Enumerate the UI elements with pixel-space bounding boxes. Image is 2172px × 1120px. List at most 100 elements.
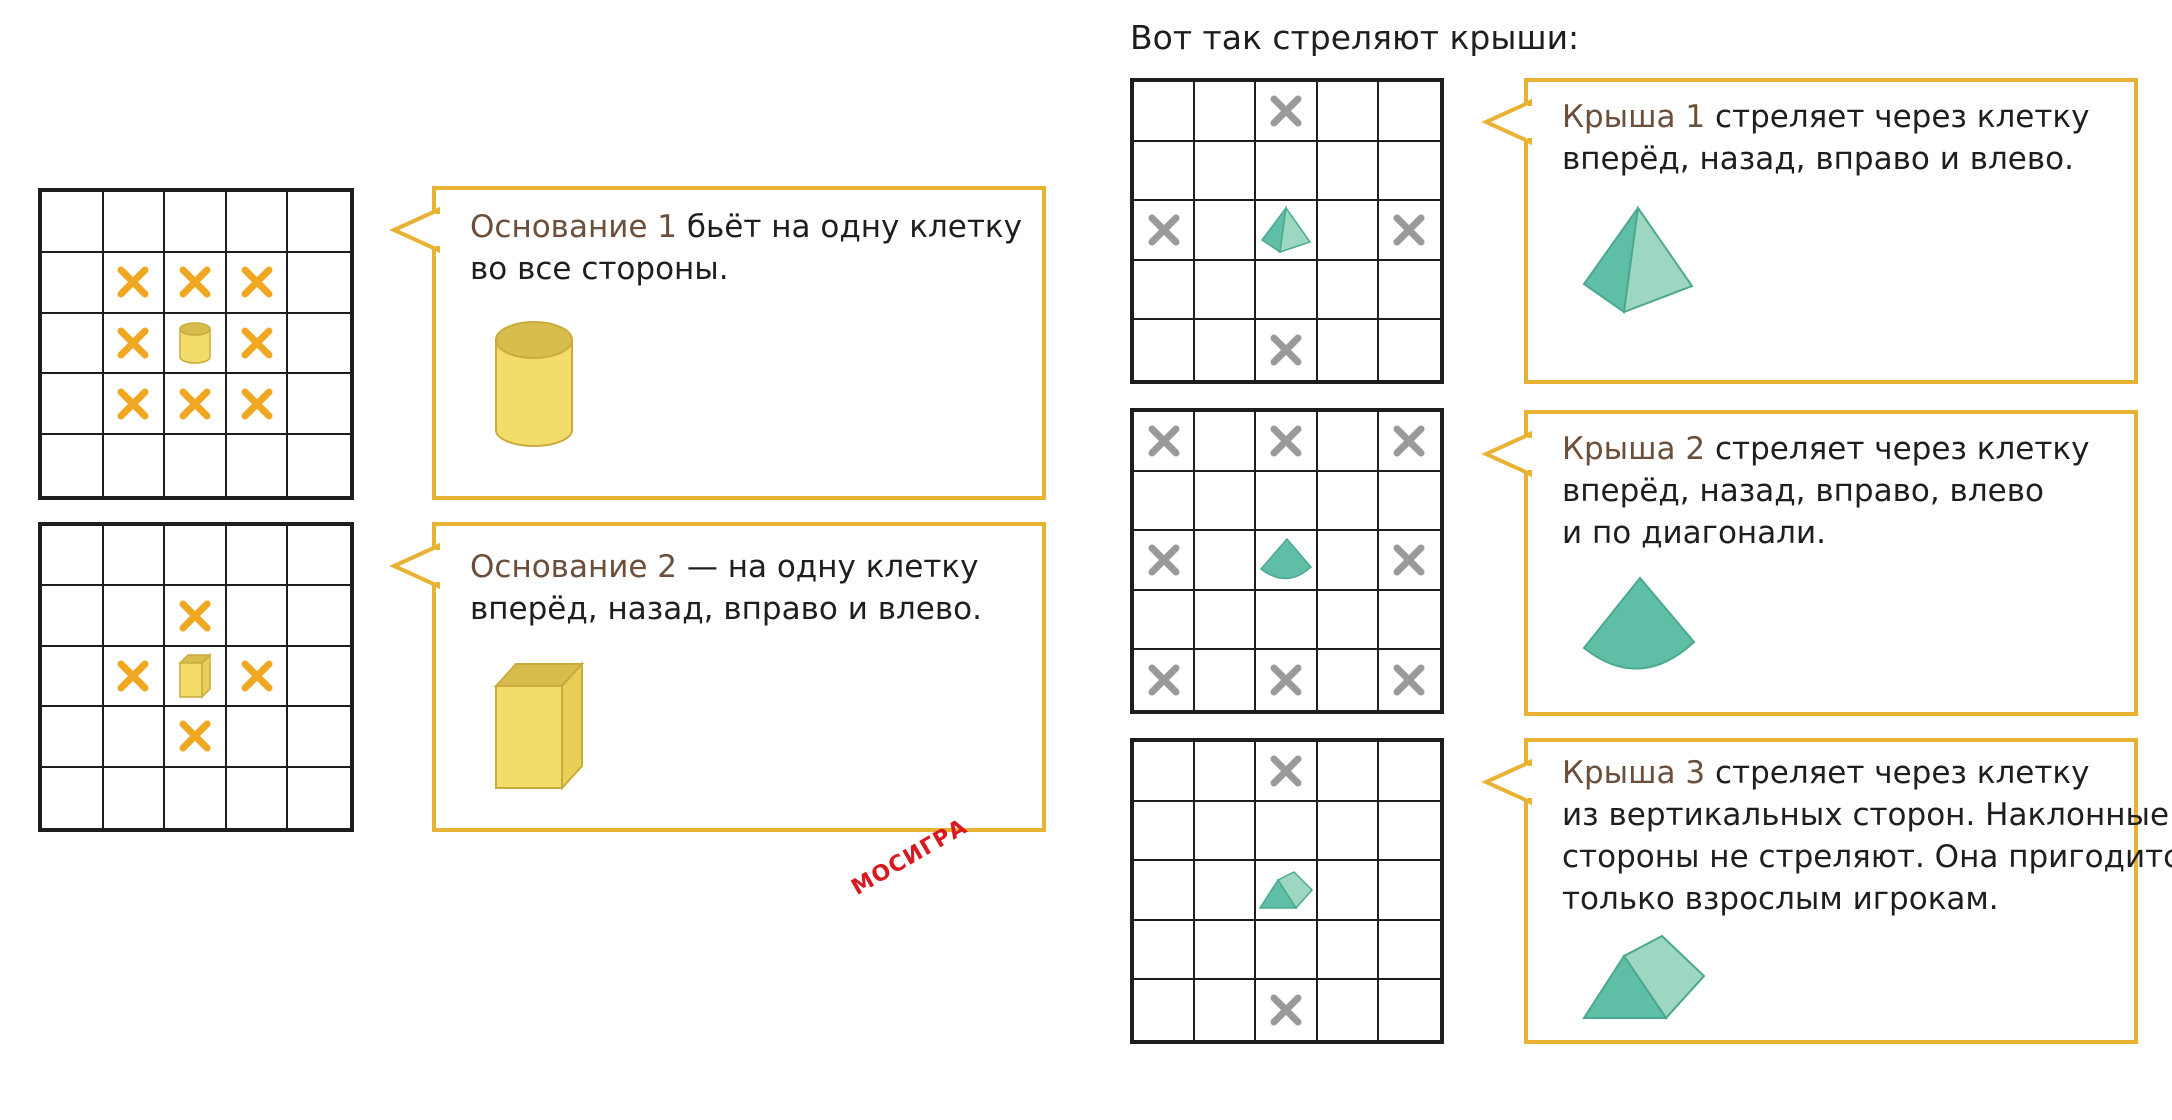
board-cell — [42, 646, 104, 708]
bubble-roof1: Крыша 1 стреляет через клетку вперёд, на… — [1481, 78, 2138, 384]
prism-icon — [1582, 934, 1706, 1020]
board-cell — [1378, 802, 1440, 862]
board-cell — [1378, 472, 1440, 532]
board-cell — [288, 253, 350, 314]
text-line: стороны не стреляют. Она пригодится — [1562, 839, 2172, 875]
cuboid-icon — [493, 661, 585, 791]
board-cell — [1134, 742, 1196, 802]
bubble-roof2: Крыша 2 стреляет через клетку вперёд, на… — [1481, 410, 2138, 716]
hit-mark-icon — [175, 716, 215, 756]
speech-tail-icon — [1481, 430, 1534, 478]
board-cell — [1378, 861, 1440, 921]
text-line: бьёт на одну клетку — [677, 209, 1022, 245]
cylinder-icon — [495, 321, 573, 447]
board-cell — [1256, 412, 1318, 472]
board-cell — [42, 374, 104, 436]
board-cell — [1256, 141, 1318, 202]
page-title: Вот так стреляют крыши: — [1130, 18, 1580, 57]
text-line: во все стороны. — [470, 251, 729, 287]
board-cell — [1256, 260, 1318, 321]
speech-tail-icon — [389, 206, 442, 254]
hit-mark-icon — [1144, 210, 1184, 250]
board-cell — [1379, 980, 1440, 1040]
board-cell — [1256, 471, 1318, 532]
board-cell — [288, 586, 350, 647]
board-cell — [103, 252, 166, 314]
board-cell — [1317, 412, 1379, 472]
hit-mark-icon — [1266, 990, 1306, 1030]
board-cell — [227, 435, 289, 496]
board-cell — [227, 767, 289, 828]
board-cell — [288, 192, 350, 253]
board-cell — [226, 313, 289, 375]
board-cell — [1378, 591, 1440, 651]
board-cell — [103, 526, 166, 587]
board-cell — [42, 707, 104, 768]
board-cell — [1378, 142, 1440, 202]
board-cell — [1134, 531, 1196, 591]
board-cell — [1195, 471, 1257, 532]
pyramid-icon — [1582, 205, 1694, 314]
piece-name: Основание 2 — [470, 549, 678, 585]
board-cell — [226, 646, 289, 708]
board-cell — [1379, 650, 1440, 710]
cone-piece-icon — [1259, 537, 1313, 583]
prism-piece-icon — [1258, 870, 1314, 910]
hit-mark-icon — [113, 262, 153, 302]
speech-tail-icon — [1481, 98, 1534, 146]
cuboid-piece-icon — [178, 653, 212, 699]
hit-mark-icon — [1266, 660, 1306, 700]
board-cell — [103, 192, 166, 253]
board-cell — [1378, 82, 1440, 142]
board-cell — [103, 374, 166, 436]
bubble-text: Основание 2 — на одну клетку вперёд, наз… — [470, 546, 982, 630]
hit-mark-icon — [1144, 660, 1184, 700]
speech-tail-icon — [1481, 758, 1534, 806]
board-roof3 — [1130, 738, 1444, 1044]
hit-mark-icon — [1266, 751, 1306, 791]
hit-mark-icon — [237, 384, 277, 424]
board-cell — [1378, 412, 1440, 472]
hit-mark-icon — [1144, 421, 1184, 461]
board-cell — [1317, 920, 1379, 981]
board-cell — [1317, 260, 1379, 321]
board-cell — [1134, 201, 1196, 261]
hit-mark-icon — [1266, 91, 1306, 131]
bubble-text: Основание 1 бьёт на одну клетку во все с… — [470, 206, 1022, 290]
board-cell — [1195, 742, 1257, 802]
speech-tail-icon — [389, 542, 442, 590]
board-cell — [1134, 920, 1196, 981]
board-cell — [165, 586, 227, 647]
piece-name: Крыша 1 — [1562, 99, 1706, 135]
hit-mark-icon — [175, 262, 215, 302]
hit-mark-icon — [175, 384, 215, 424]
board-cell — [1378, 201, 1440, 261]
board-cell — [1317, 801, 1379, 862]
board-cell — [226, 707, 289, 768]
text-line: стреляет через клетку — [1705, 755, 2090, 791]
hit-mark-icon — [113, 384, 153, 424]
board-cell — [226, 252, 289, 314]
text-line: вперёд, назад, вправо и влево. — [470, 591, 982, 627]
board-cell — [104, 435, 166, 496]
board-cell — [226, 374, 289, 436]
board-cell — [1378, 742, 1440, 802]
board-cell — [1317, 861, 1379, 921]
board-cell — [1256, 801, 1318, 862]
bubble-text: Крыша 1 стреляет через клетку вперёд, на… — [1562, 96, 2089, 180]
board-cell — [42, 586, 104, 647]
board-cell — [103, 313, 166, 375]
board-cell — [1378, 921, 1440, 981]
board-cell — [104, 767, 166, 828]
bubble-roof3: Крыша 3 стреляет через клетку из вертика… — [1481, 738, 2172, 1044]
board-cell — [1317, 590, 1379, 651]
hit-mark-icon — [237, 262, 277, 302]
board-cell — [1378, 261, 1440, 321]
piece-name: Крыша 3 — [1562, 755, 1706, 791]
board-cell — [1134, 320, 1196, 380]
board-cell — [1256, 861, 1318, 921]
board-cell — [1256, 742, 1318, 802]
board-cell — [1317, 471, 1379, 532]
hit-mark-icon — [1389, 660, 1429, 700]
piece-name: Основание 1 — [470, 209, 678, 245]
